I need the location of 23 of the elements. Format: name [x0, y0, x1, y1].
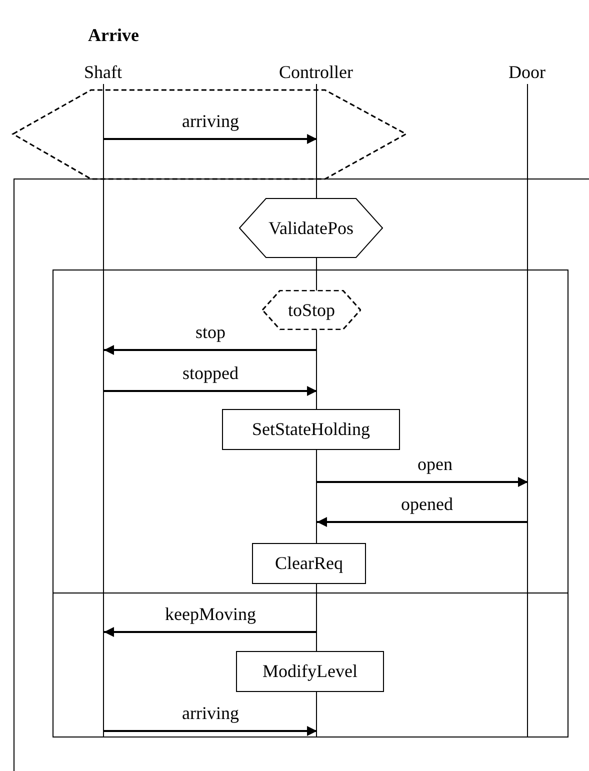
- lifeline-label: Controller: [279, 61, 353, 83]
- message-arrow: [104, 726, 317, 736]
- edge-label: arriving: [182, 110, 239, 132]
- edge-label: stop: [196, 321, 226, 343]
- message-arrow: [317, 517, 528, 527]
- message-arrow: [104, 627, 317, 637]
- edge-label: opened: [401, 493, 453, 515]
- action-box: ModifyLevel: [236, 651, 384, 692]
- message-arrow: [104, 345, 317, 355]
- edge-label: stopped: [182, 362, 238, 384]
- message-arrow: [317, 477, 528, 487]
- condition-hexagon: toStop: [262, 290, 361, 330]
- edge-label: arriving: [182, 702, 239, 724]
- title: Arrive: [88, 24, 139, 46]
- action-box: SetStateHolding: [222, 409, 400, 450]
- edge-label: keepMoving: [165, 603, 256, 625]
- lifeline-label: Shaft: [84, 61, 122, 83]
- message-arrow: [104, 134, 317, 144]
- edge-label: open: [418, 453, 452, 475]
- message-arrow: [104, 386, 317, 396]
- lifeline-label: Door: [508, 61, 546, 83]
- action-hexagon: ValidatePos: [239, 198, 383, 258]
- action-box: ClearReq: [252, 543, 366, 584]
